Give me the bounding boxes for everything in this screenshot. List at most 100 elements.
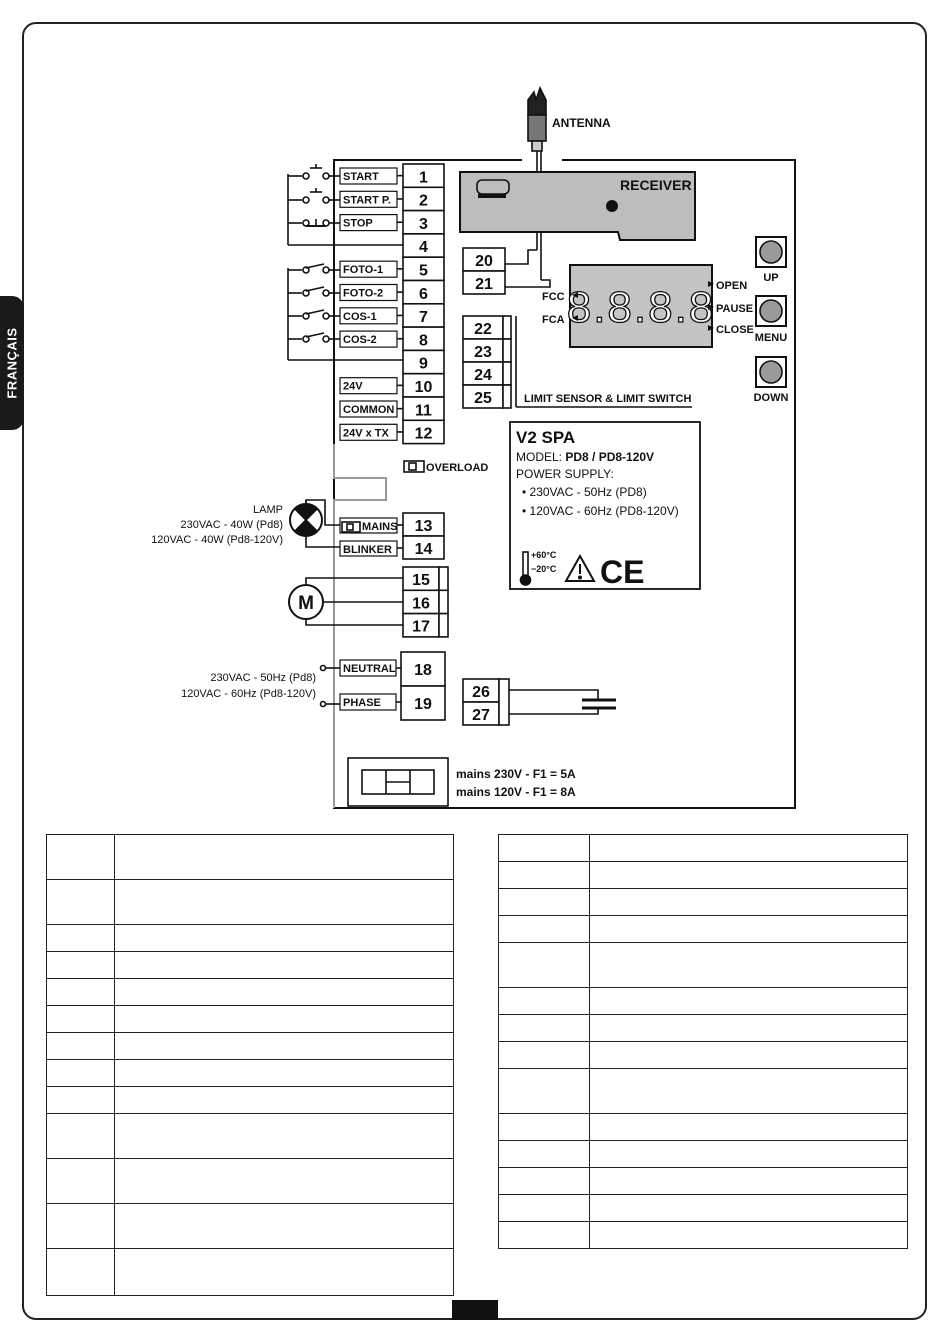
overload-label: OVERLOAD [426,462,488,474]
table-row [46,924,454,952]
plate-model: PD8 / PD8-120V [565,450,654,464]
temp-high: +60°C [531,550,557,560]
antenna-label: ANTENNA [552,116,611,130]
table-cell-value [114,924,454,952]
terminal-11: 11 [415,402,432,419]
table-cell-value [589,888,908,916]
table-row [46,879,454,925]
isolation-track [333,444,387,808]
menu-button [755,295,787,327]
thermometer-icon [519,551,532,586]
language-tab: FRANÇAIS [0,296,24,430]
table-cell-key [498,942,590,988]
table-cell-value [589,1194,908,1222]
table-row [498,888,908,916]
terminal-label-6: FOTO-2 [343,288,383,300]
motor-terminals: 15 16 17 [402,566,449,638]
terminal-2: 2 [419,193,428,210]
table-row [46,1113,454,1159]
label-plate [509,421,701,590]
terminal-22: 22 [474,321,492,338]
plate-supply-title: POWER SUPPLY: [516,467,614,481]
terminal-label-1: START [343,171,379,183]
terminal-1: 1 [419,169,428,186]
plate-brand: V2 SPA [516,428,575,447]
up-label: UP [763,272,778,284]
table-cell-value [114,1113,454,1159]
table-row [498,1221,908,1249]
table-cell-key [46,1203,115,1249]
table-cell-value [114,1203,454,1249]
table-cell-key [46,834,115,880]
capacitor-terminals: 26 27 [462,678,599,726]
terminal-label-8: COS-2 [343,334,377,346]
table-row [498,915,908,943]
table-cell-value [114,879,454,925]
svg-text:MODEL: PD8 / PD8-120V: MODEL: PD8 / PD8-120V [516,450,654,464]
table-cell-value [114,1086,454,1114]
terminal-25: 25 [474,390,492,407]
table-cell-key [498,915,590,943]
table-cell-key [498,987,590,1015]
table-cell-value [589,861,908,889]
receiver-terminals: 20 21 [462,247,551,295]
table-row [498,1014,908,1042]
table-row [498,1140,908,1168]
table-cell-key [498,861,590,889]
temp-low: −20°C [531,564,557,574]
table-cell-value [114,951,454,979]
table-row [46,1059,454,1087]
table-cell-value [114,978,454,1006]
display-arrows [572,281,714,331]
down-button [755,356,787,388]
pause-label: PAUSE [716,303,753,315]
terminal-14: 14 [415,541,433,558]
led-display: 8.8.8.8 [566,264,716,348]
table-cell-key [498,1140,590,1168]
table-cell-key [46,1005,115,1033]
table-row [498,942,908,988]
receiver-module [459,171,696,241]
table-cell-value [114,1032,454,1060]
terminal-12: 12 [415,426,433,443]
table-cell-value [114,834,454,880]
display-digits: 8.8.8.8 [567,283,716,332]
table-cell-value [114,1248,454,1296]
table-cell-value [589,834,908,862]
table-row [46,1248,454,1296]
up-button [755,236,787,268]
capacitor-icon [582,698,616,710]
terminal-label-5: FOTO-1 [343,264,383,276]
power-line-1: 230VAC - 50Hz (Pd8) [210,672,316,684]
terminal-16: 16 [412,595,430,612]
table-cell-value [589,1221,908,1249]
fuse-line-2: mains 120V - F1 = 8A [456,785,576,799]
lamp-icon [289,499,340,548]
mains-led [341,521,361,533]
table-cell-value [589,1113,908,1141]
table-row [46,978,454,1006]
terminal-17: 17 [412,619,430,636]
board-gap [522,156,562,164]
table-cell-value [589,1014,908,1042]
terminal-3: 3 [419,216,428,233]
table-row [498,834,908,862]
terminal-label-19: PHASE [343,697,381,709]
terminal-26: 26 [472,684,490,701]
terminal-27: 27 [472,707,490,724]
table-cell-key [498,1068,590,1114]
table-cell-key [46,1086,115,1114]
table-row [498,1194,908,1222]
ce-mark: CE [600,554,644,590]
terminal-15: 15 [412,572,430,589]
control-board [333,159,796,809]
table-cell-key [46,951,115,979]
terminal-10: 10 [415,379,433,396]
table-cell-value [589,1041,908,1069]
page-number-tab [452,1300,498,1320]
table-row [46,1158,454,1204]
table-cell-key [46,879,115,925]
